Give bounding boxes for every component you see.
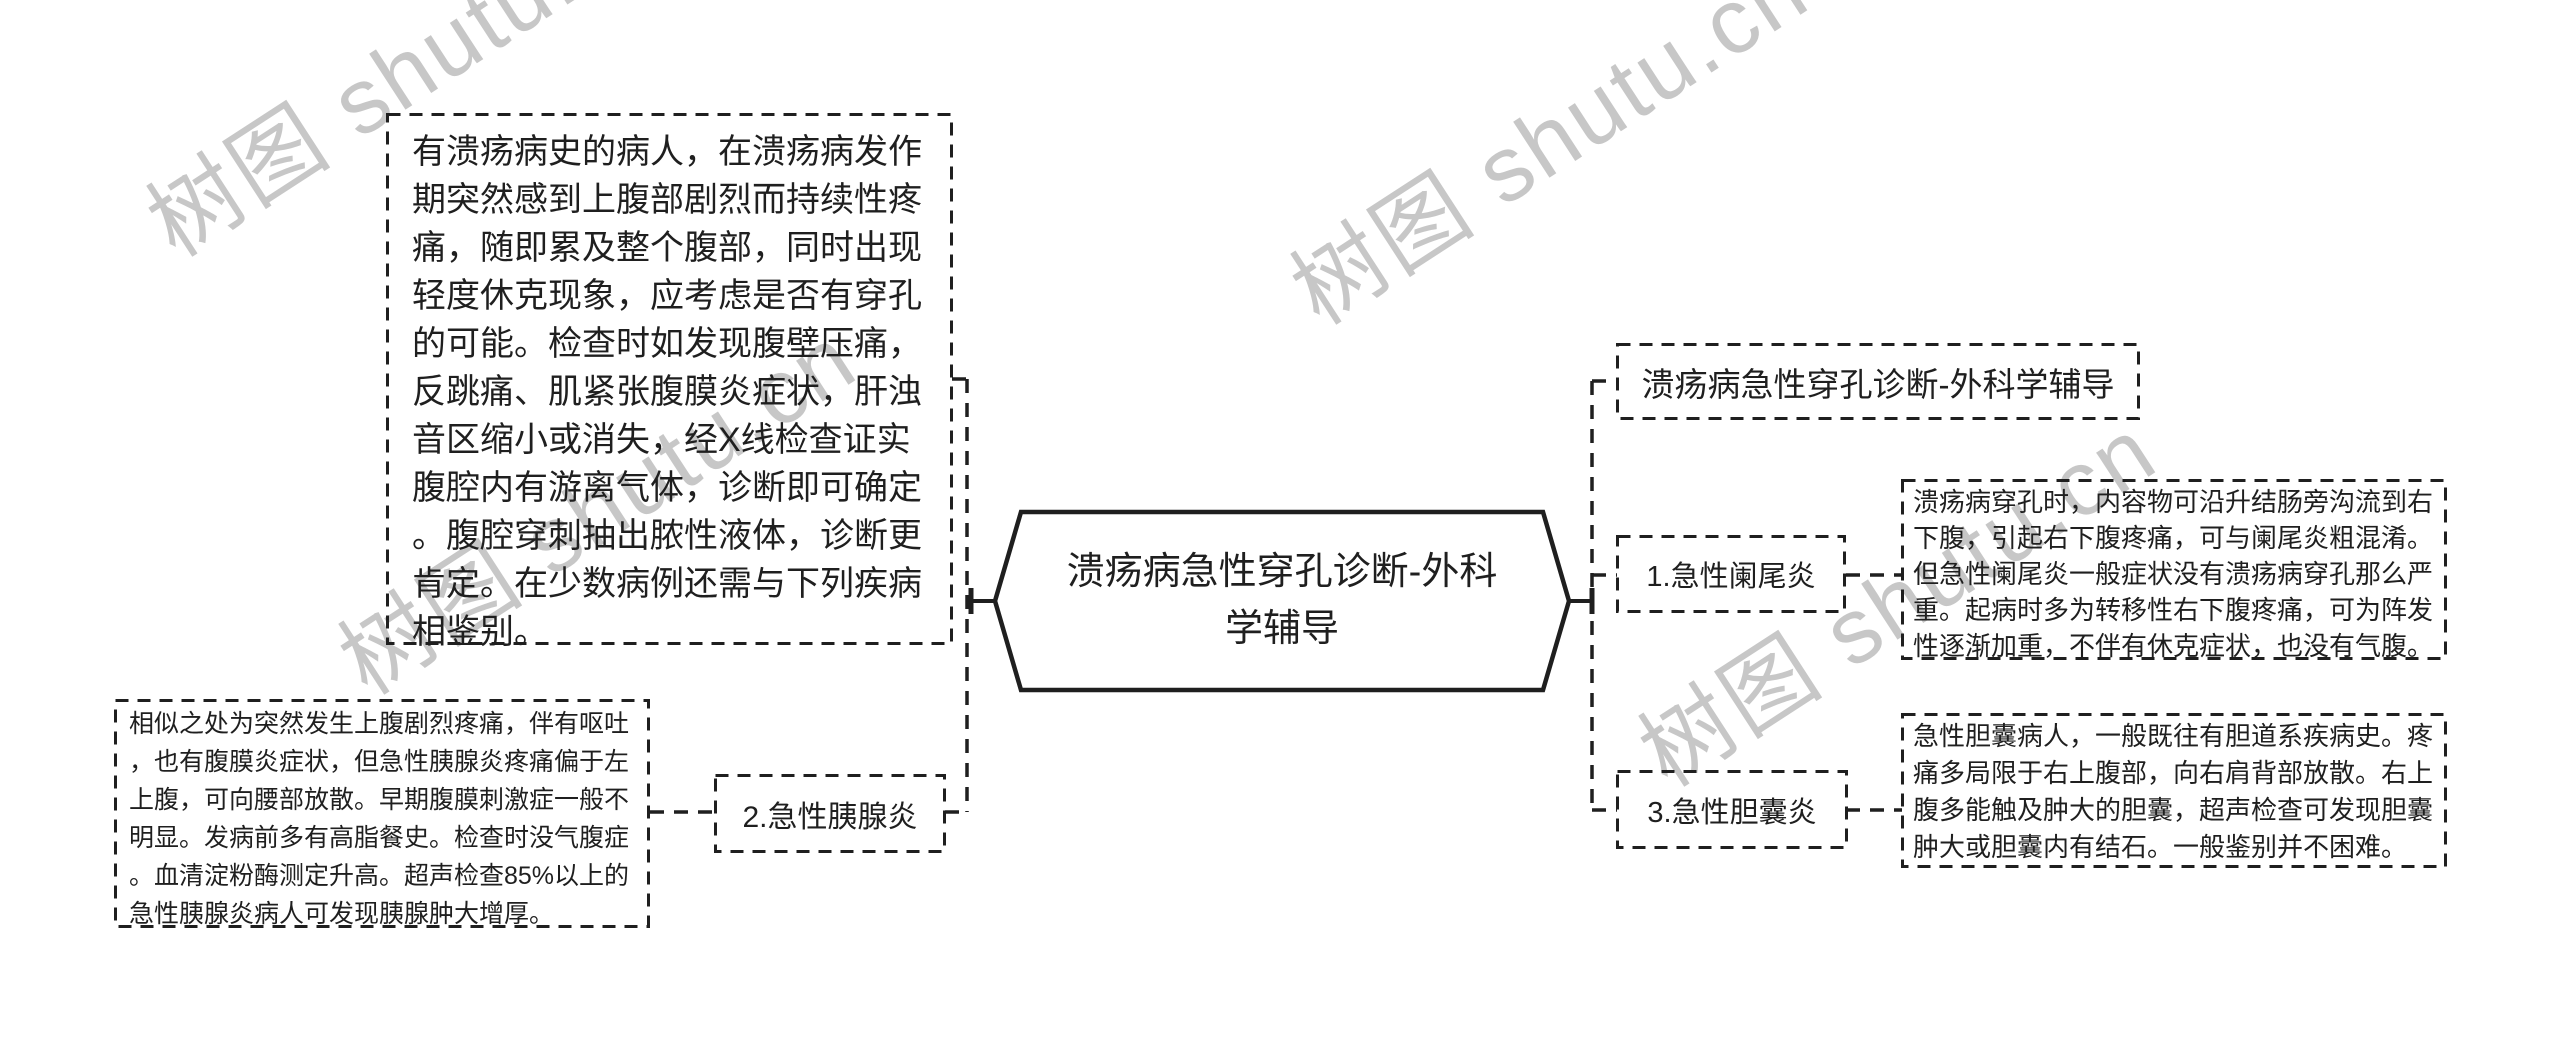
- overview-box-border: [386, 113, 953, 645]
- cholecystitis-desc-border: [1901, 713, 2447, 868]
- overview-note[interactable]: 有溃疡病史的病人，在溃疡病发作期突然感到上腹部剧烈而持续性疼痛，随即累及整个腹部…: [412, 133, 922, 651]
- appendicitis-desc-border: [1901, 479, 2447, 660]
- node-central-topic[interactable]: 溃疡病急性穿孔诊断-外科学辅导: [995, 512, 1569, 690]
- node-cholecystitis[interactable]: 3.急性胆囊炎: [1647, 796, 1817, 829]
- node-appendicitis[interactable]: 1.急性阑尾炎: [1646, 561, 1816, 593]
- appendicitis-description-note[interactable]: 溃疡病穿孔时，内容物可沿升结肠旁沟流到右下腹，引起右下腹疼痛，可与阑尾炎粗混淆。…: [1913, 487, 2434, 661]
- main-right-node-border: [1616, 343, 2140, 420]
- pancreatitis-desc-border: [114, 699, 650, 928]
- pancreatitis-node-border: [714, 774, 946, 853]
- node-main-right[interactable]: 溃疡病急性穿孔诊断-外科学辅导: [1641, 365, 2115, 403]
- central-topic-label: 溃疡病急性穿孔诊断-外科学辅导: [1066, 551, 1498, 650]
- cholecystitis-description-note[interactable]: 急性胆囊病人，一般既往有胆道系疾病史。疼痛多局限于右上腹部，向右肩背部放散。右上…: [1913, 721, 2434, 862]
- pancreatitis-description-note[interactable]: 相似之处为突然发生上腹剧烈疼痛，伴有呕吐，也有腹膜炎症状，但急性胰腺炎疼痛偏于左…: [129, 710, 630, 928]
- appendicitis-node-border: [1616, 535, 1846, 613]
- node-pancreatitis[interactable]: 2.急性胰腺炎: [742, 800, 918, 834]
